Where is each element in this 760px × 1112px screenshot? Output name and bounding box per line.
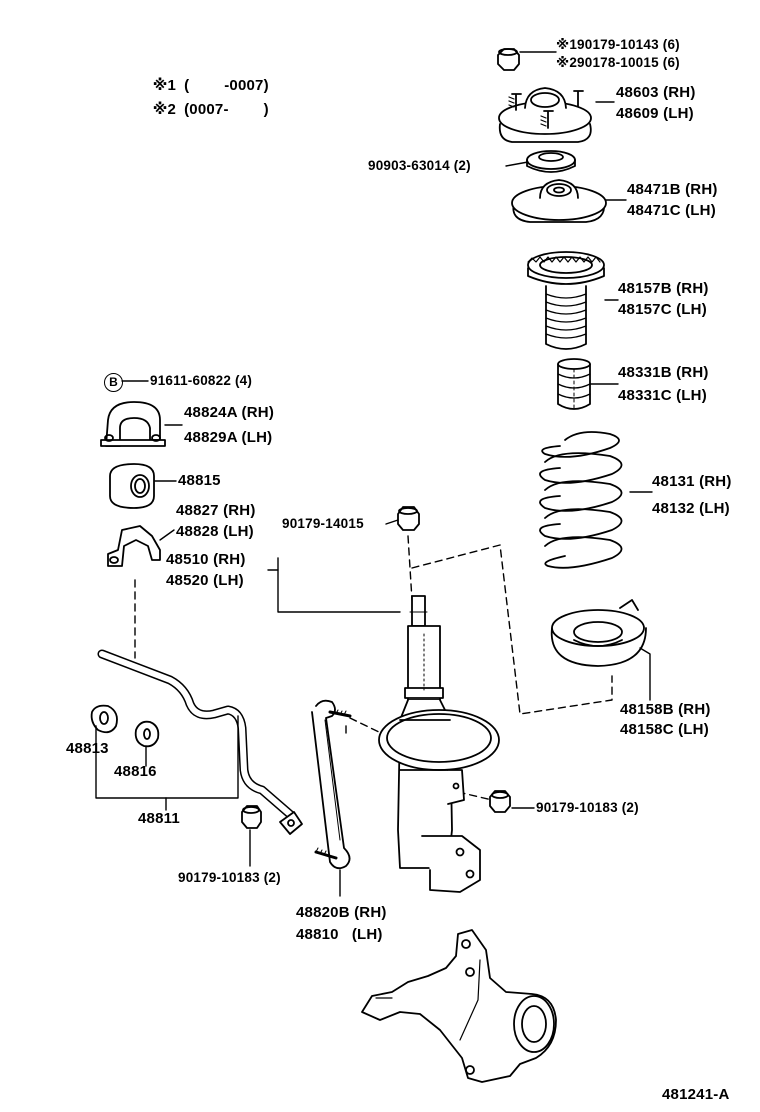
label-mount-rh: 48603 (RH) (616, 84, 696, 101)
note-2: ※2 (0007- ) (144, 87, 269, 117)
bearing-icon (526, 150, 576, 173)
label-bar-nut: 90179-10183 (2) (178, 870, 281, 885)
label-link-nut: 90179-10183 (2) (536, 800, 639, 815)
coil-spring-icon (539, 431, 623, 569)
bar-nut-icon (241, 805, 262, 829)
label-bearing: 90903-63014 (2) (368, 158, 471, 173)
label-link-rh: 48820B (RH) (296, 904, 387, 921)
steering-knuckle-icon (361, 929, 557, 1083)
bar-collar-icon (134, 720, 160, 748)
label-clamp-lh: 48828 (LH) (176, 523, 254, 540)
callout-lines (95, 51, 653, 897)
bar-bushing-icon (90, 704, 118, 734)
label-spring-lh: 48132 (LH) (652, 500, 730, 517)
bound-stopper-icon (557, 358, 591, 410)
label-strut-lh: 48520 (LH) (166, 572, 244, 589)
label-mount-lh: 48609 (LH) (616, 105, 694, 122)
label-strut-rh: 48510 (RH) (166, 551, 246, 568)
note-1: ※1 ( -0007) (144, 63, 269, 93)
note-1-range: ( -0007) (184, 77, 269, 94)
upper-spring-seat-icon (511, 179, 607, 223)
upper-support-mount-icon (498, 87, 592, 143)
note-2-mark: ※2 (152, 101, 177, 118)
label-strut-nut: 90179-14015 (282, 516, 364, 531)
shock-absorber-icon (378, 595, 500, 893)
label-insulator-lh: 48158C (LH) (620, 721, 709, 738)
note-1-mark: ※1 (152, 77, 177, 94)
label-stabilizer-bar: 48811 (138, 810, 180, 827)
lower-spring-insulator-icon (550, 599, 647, 667)
label-boot-lh: 48157C (LH) (618, 301, 707, 318)
stabilizer-link-icon (311, 699, 352, 870)
label-bracket-lh: 48829A (LH) (184, 429, 273, 446)
label-bumper-rh: 48331B (RH) (618, 364, 709, 381)
assembly-leader-lines (134, 535, 613, 801)
label-seat-upper-lh: 48471C (LH) (627, 202, 716, 219)
label-bushing: 48815 (178, 472, 221, 489)
label-boot-rh: 48157B (RH) (618, 280, 709, 297)
link-nut-icon (489, 790, 511, 813)
label-clamp-rh: 48827 (RH) (176, 502, 256, 519)
note-2-range: (0007- ) (184, 101, 269, 118)
label-spring-rh: 48131 (RH) (652, 473, 732, 490)
stabilizer-bar-icon (97, 649, 303, 835)
label-link-lh: 48810 (LH) (296, 926, 383, 943)
bolt-badge: B (104, 373, 123, 392)
figure-id: 481241-A (662, 1086, 730, 1103)
label-bumper-lh: 48331C (LH) (618, 387, 707, 404)
stabilizer-bracket-icon (100, 401, 166, 447)
bushing-clamp-icon (107, 525, 161, 567)
label-bracket-rh: 48824A (RH) (184, 404, 275, 421)
label-bracket-bolt: 91611-60822 (4) (150, 373, 253, 388)
label-nut-top-2: ※290178-10015 (6) (556, 55, 680, 70)
top-nut-icon (497, 48, 520, 71)
dust-boot-icon (527, 251, 605, 350)
strut-nut-icon (397, 506, 420, 531)
label-bushing-a: 48813 (66, 740, 109, 757)
label-nut-top-1: ※190179-10143 (6) (556, 37, 680, 52)
stabilizer-bushing-icon (109, 463, 155, 509)
label-insulator-rh: 48158B (RH) (620, 701, 711, 718)
label-bushing-b: 48816 (114, 763, 157, 780)
label-seat-upper-rh: 48471B (RH) (627, 181, 718, 198)
